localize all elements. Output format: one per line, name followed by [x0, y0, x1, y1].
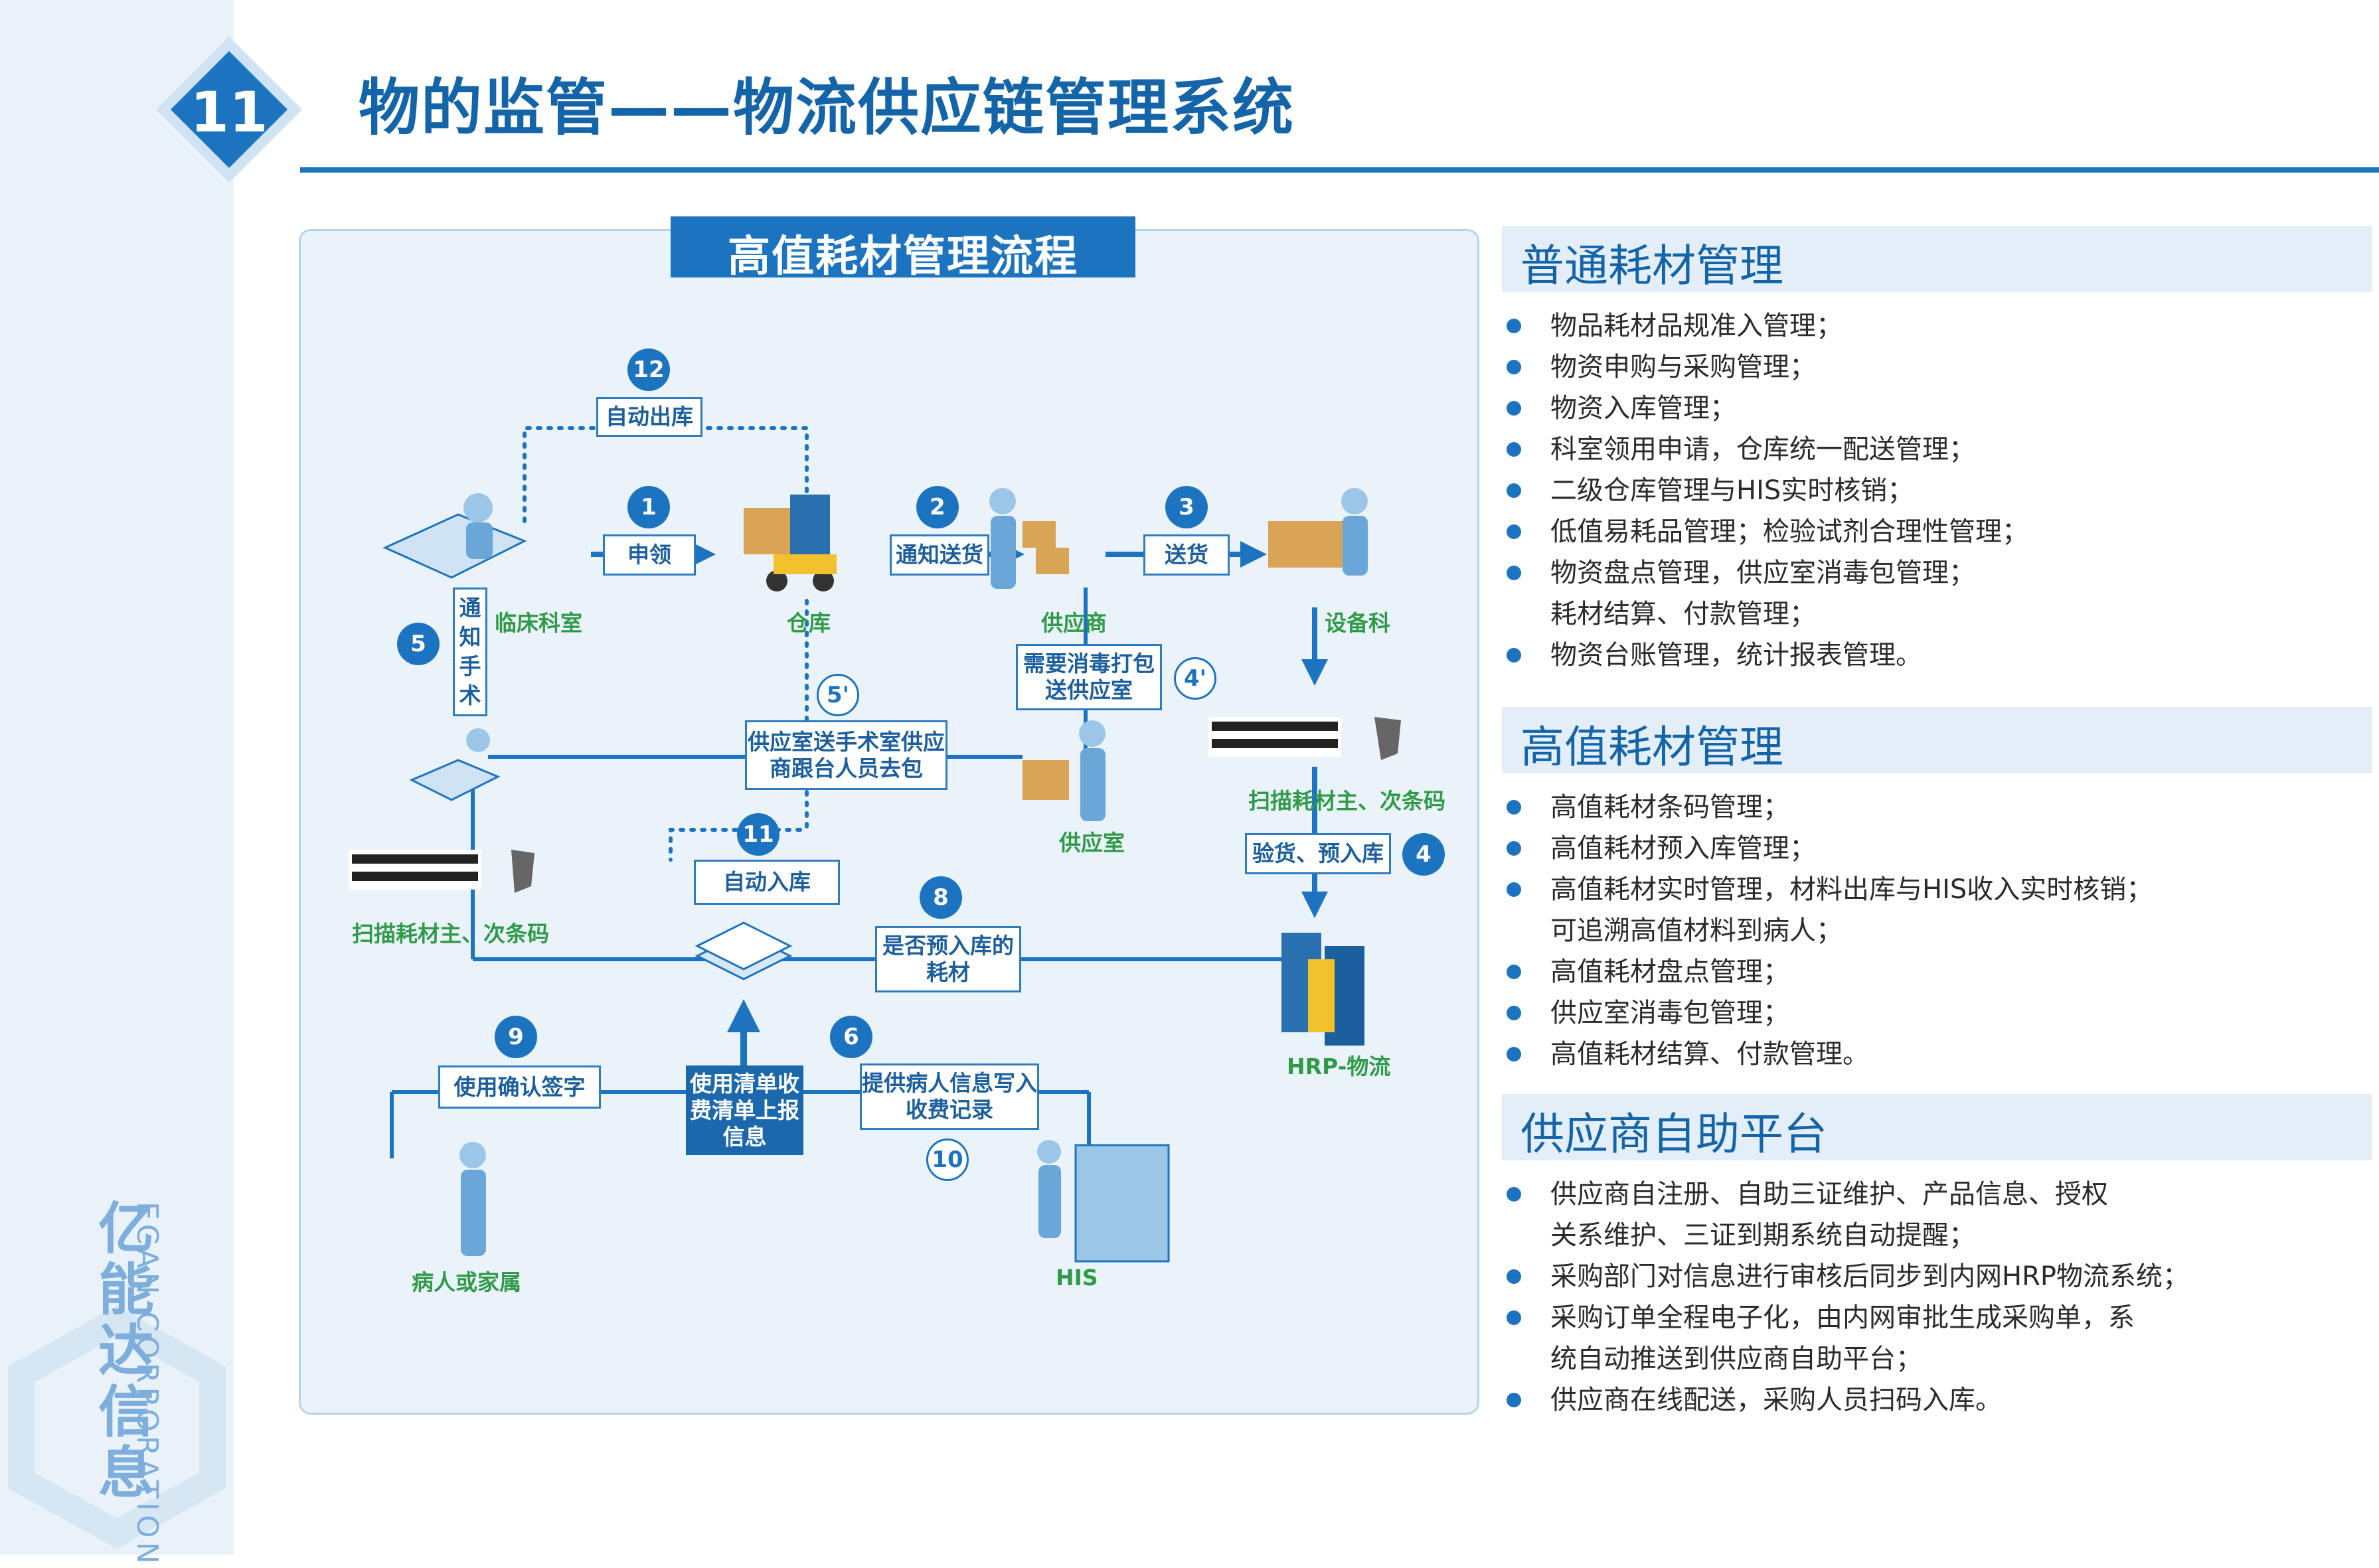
- step-label-disinfect-pack: 需要消毒打包送供应室: [1016, 644, 1162, 710]
- step-number-6: 6: [830, 1016, 872, 1058]
- diagram-title-tab: [671, 216, 1135, 277]
- step-label-auto-inbound: 自动入库: [694, 860, 840, 905]
- node-equipment-dept: 设备科: [1325, 610, 1390, 636]
- list-item: 物资台账管理，统计报表管理。: [1504, 635, 2367, 676]
- list-item: 高值耗材条码管理；: [1504, 787, 2367, 828]
- list-item: 物资盘点管理，供应室消毒包管理；耗材结算、付款管理；: [1504, 552, 2367, 635]
- node-scan-left: 扫描耗材主、次条码: [352, 921, 549, 947]
- step-number-12: 12: [627, 349, 670, 391]
- brand-name-cn: 亿能达信息: [98, 1196, 154, 1506]
- node-his: HIS: [1056, 1265, 1098, 1291]
- step-number-5: 5: [397, 623, 440, 665]
- step-number-1: 1: [627, 486, 670, 528]
- section-list-regular: 物品耗材品规准入管理； 物资申购与采购管理； 物资入库管理； 科室领用申请，仓库…: [1504, 305, 2367, 676]
- step-number-2: 2: [916, 486, 959, 528]
- brand-name-en: ECAN CORPORATION: [130, 1202, 164, 1568]
- node-hrp: HRP-物流: [1287, 1054, 1391, 1079]
- flow-diagram: [349, 426, 1401, 1263]
- section-title-supplier: 供应商自助平台: [1520, 1109, 1827, 1160]
- section-title-regular: 普通耗材管理: [1520, 240, 1783, 291]
- center-report-box: 使用清单收费清单上报信息: [686, 1065, 803, 1155]
- diagram-title: 高值耗材管理流程: [728, 232, 1078, 281]
- step-label-apply: 申领: [603, 534, 696, 576]
- hexagon-decoration: [8, 1306, 226, 1549]
- node-supplier: 供应商: [1041, 610, 1107, 636]
- step-label-auto-outbound: 自动出库: [596, 397, 702, 437]
- title-underline: [300, 167, 2379, 173]
- left-sidebar: [0, 0, 234, 1555]
- step-label-deliver: 送货: [1143, 534, 1230, 576]
- diagram-panel: [299, 229, 1479, 1415]
- step-label-notify-delivery: 通知送货: [890, 534, 989, 576]
- section-header-supplier: [1502, 1094, 2372, 1160]
- step-number-4-prime: 4': [1174, 657, 1216, 700]
- step-number-11: 11: [737, 813, 779, 856]
- step-label-supply-to-surgery: 供应室送手术室供应商跟台人员去包: [745, 720, 947, 790]
- node-warehouse: 仓库: [787, 610, 831, 636]
- section-header-regular: [1502, 226, 2372, 292]
- step-number-8: 8: [920, 876, 962, 919]
- node-patient: 病人或家属: [412, 1269, 521, 1295]
- list-item: 采购部门对信息进行审核后同步到内网HRP物流系统；: [1504, 1256, 2367, 1297]
- list-item: 物资入库管理；: [1504, 388, 2367, 429]
- list-item: 供应商在线配送，采购人员扫码入库。: [1504, 1379, 2367, 1421]
- list-item: 高值耗材预入库管理；: [1504, 828, 2367, 869]
- step-number-3: 3: [1165, 486, 1208, 528]
- list-item: 供应室消毒包管理；: [1504, 992, 2367, 1034]
- node-clinical-dept: 临床科室: [495, 610, 582, 636]
- step-number-4: 4: [1402, 833, 1445, 876]
- list-item: 高值耗材盘点管理；: [1504, 951, 2367, 992]
- page-title: 物的监管——物流供应链管理系统: [359, 72, 1295, 143]
- node-scan-right: 扫描耗材主、次条码: [1248, 788, 1445, 814]
- step-number-5-prime: 5': [817, 674, 859, 716]
- section-header-high-value: [1502, 707, 2372, 773]
- list-item: 物资申购与采购管理；: [1504, 347, 2367, 388]
- list-item: 高值耗材结算、付款管理。: [1504, 1034, 2367, 1075]
- section-list-high-value: 高值耗材条码管理； 高值耗材预入库管理； 高值耗材实时管理，材料出库与HIS收入…: [1504, 787, 2367, 1075]
- step-label-notify-surgery: 通知手术: [453, 588, 487, 716]
- list-item: 二级仓库管理与HIS实时核销；: [1504, 470, 2367, 511]
- step-label-is-prestocked: 是否预入库的耗材: [875, 926, 1021, 992]
- page-number: 11: [190, 80, 268, 145]
- step-number-9: 9: [495, 1016, 537, 1058]
- step-label-patient-info: 提供病人信息写入收费记录: [860, 1063, 1039, 1130]
- list-item: 高值耗材实时管理，材料出库与HIS收入实时核销；可追溯高值材料到病人；: [1504, 869, 2367, 951]
- step-label-confirm-sign: 使用确认签字: [438, 1065, 601, 1109]
- step-label-inspect-prestock: 验货、预入库: [1245, 833, 1391, 874]
- list-item: 采购订单全程电子化，由内网审批生成采购单，系统自动推送到供应商自助平台；: [1504, 1297, 2367, 1379]
- list-item: 物品耗材品规准入管理；: [1504, 305, 2367, 347]
- page-number-badge: [156, 37, 302, 183]
- list-item: 科室领用申请，仓库统一配送管理；: [1504, 429, 2367, 470]
- section-list-supplier: 供应商自注册、自助三证维护、产品信息、授权关系维护、三证到期系统自动提醒； 采购…: [1504, 1174, 2367, 1421]
- section-title-high-value: 高值耗材管理: [1520, 722, 1783, 773]
- node-supply-room: 供应室: [1059, 830, 1125, 856]
- step-number-10: 10: [926, 1138, 969, 1181]
- list-item: 供应商自注册、自助三证维护、产品信息、授权关系维护、三证到期系统自动提醒；: [1504, 1174, 2367, 1256]
- list-item: 低值易耗品管理；检验试剂合理性管理；: [1504, 511, 2367, 552]
